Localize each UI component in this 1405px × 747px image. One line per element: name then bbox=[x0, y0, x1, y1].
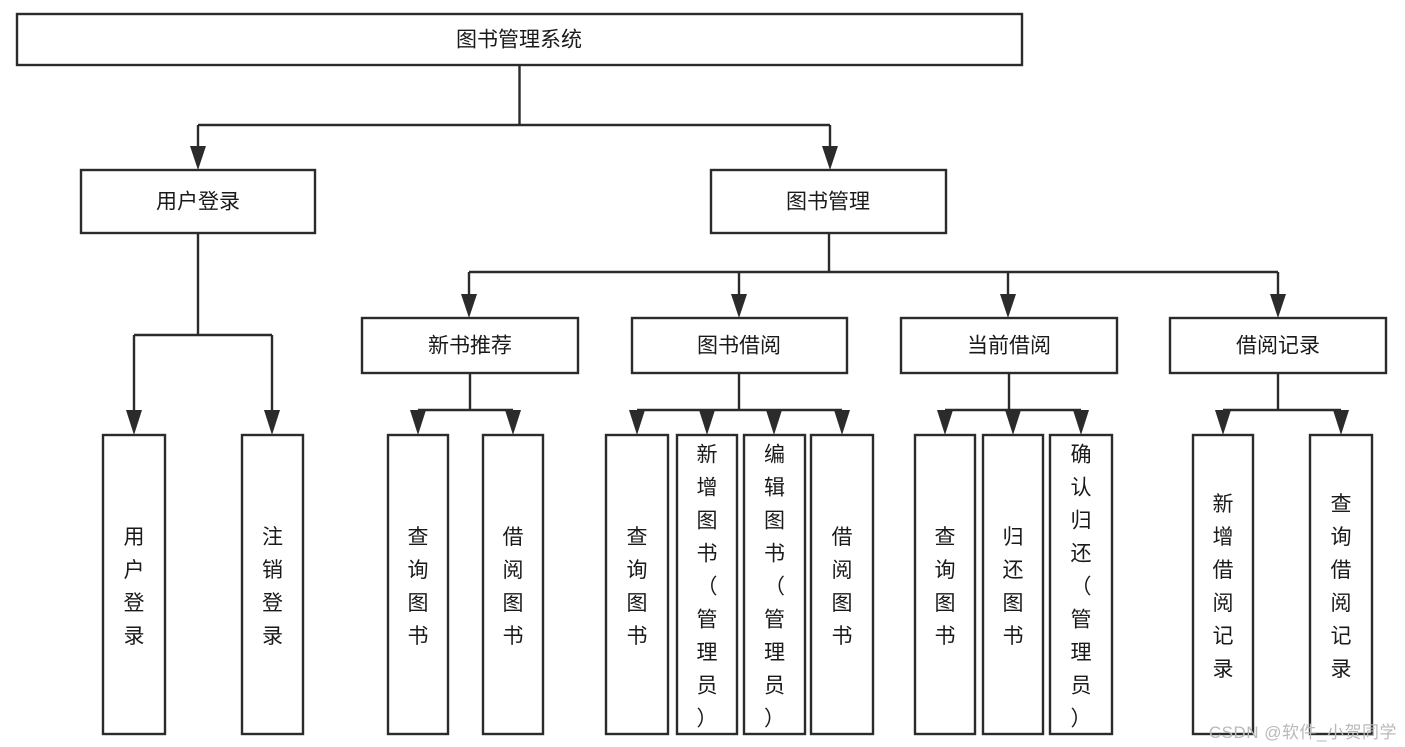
node-user-login-box[interactable] bbox=[79, 168, 317, 235]
arrow-br-l2 bbox=[1333, 410, 1349, 435]
leaf-node-label: 归还图书 bbox=[1003, 526, 1024, 648]
node-current-borrow-box[interactable] bbox=[899, 316, 1119, 375]
leaf-node-box[interactable] bbox=[1191, 433, 1255, 736]
leaf-node-box[interactable] bbox=[481, 433, 545, 736]
node-book-manage-box[interactable] bbox=[709, 168, 948, 235]
node-root[interactable]: 图书管理系统 bbox=[15, 12, 1024, 67]
leaf-node[interactable]: 编辑图书（管理员） bbox=[742, 433, 807, 736]
arrow-nbr-l1 bbox=[410, 410, 426, 435]
node-root-label: 图书管理系统 bbox=[456, 29, 582, 52]
node-current-borrow-label: 当前借阅 bbox=[967, 335, 1051, 358]
leaf-node-box[interactable] bbox=[1048, 433, 1114, 736]
leaf-node-box[interactable] bbox=[809, 433, 875, 736]
leaf-node[interactable]: 确认归还（管理员） bbox=[1048, 433, 1114, 736]
leaf-node-label: 查询图书 bbox=[408, 526, 429, 648]
leaf-node-box[interactable] bbox=[675, 433, 739, 736]
arrow-cb-l1 bbox=[937, 410, 953, 435]
arrow-cb-l3 bbox=[1073, 410, 1089, 435]
node-book-borrow-label: 图书借阅 bbox=[697, 335, 781, 358]
arrow-nbr-l2 bbox=[505, 410, 521, 435]
arrow-book-manage-c4 bbox=[1270, 294, 1286, 318]
node-new-book-recommend-label: 新书推荐 bbox=[428, 335, 512, 358]
connector-group-new-book-recommend bbox=[410, 373, 521, 435]
node-book-borrow[interactable]: 图书借阅 bbox=[630, 316, 849, 375]
leaf-node[interactable]: 用户登录 bbox=[101, 433, 167, 736]
arrow-book-manage-c2 bbox=[731, 294, 747, 318]
connector-group-user-login bbox=[126, 233, 280, 435]
arrow-book-manage-c1 bbox=[461, 294, 477, 318]
leaf-node[interactable]: 新增图书（管理员） bbox=[675, 433, 739, 736]
node-book-manage-label: 图书管理 bbox=[786, 191, 870, 214]
leaf-node-label: 借阅图书 bbox=[503, 526, 524, 648]
arrow-br-l1 bbox=[1215, 410, 1231, 435]
arrow-bb-l2 bbox=[699, 410, 715, 435]
connector-group-root bbox=[190, 65, 838, 170]
arrow-root-to-user-login bbox=[190, 146, 206, 170]
leaf-node[interactable]: 查询借阅记录 bbox=[1308, 433, 1374, 736]
arrow-cb-l2 bbox=[1005, 410, 1021, 435]
arrow-bb-l3 bbox=[766, 410, 782, 435]
arrow-bb-l4 bbox=[834, 410, 850, 435]
leaf-node[interactable]: 查询图书 bbox=[604, 433, 670, 736]
node-borrow-record-label: 借阅记录 bbox=[1236, 335, 1320, 358]
connector-group-book-manage bbox=[461, 233, 1286, 318]
node-book-manage[interactable]: 图书管理 bbox=[709, 168, 948, 235]
leaf-node[interactable]: 新增借阅记录 bbox=[1191, 433, 1255, 736]
leaf-node-label: 新增图书（管理员） bbox=[697, 444, 718, 731]
node-root-box[interactable] bbox=[15, 12, 1024, 67]
leaf-node-box[interactable] bbox=[240, 433, 305, 736]
node-book-borrow-box[interactable] bbox=[630, 316, 849, 375]
node-current-borrow[interactable]: 当前借阅 bbox=[899, 316, 1119, 375]
leaf-node-box[interactable] bbox=[981, 433, 1045, 736]
leaf-node-label: 查询图书 bbox=[935, 526, 956, 648]
leaf-node[interactable]: 查询图书 bbox=[913, 433, 977, 736]
leaf-node-box[interactable] bbox=[101, 433, 167, 736]
leaf-node-box[interactable] bbox=[386, 433, 450, 736]
node-user-login[interactable]: 用户登录 bbox=[79, 168, 317, 235]
leaf-node-box[interactable] bbox=[913, 433, 977, 736]
leaf-node-label: 注销登录 bbox=[262, 526, 283, 648]
arrow-book-manage-c3 bbox=[1000, 294, 1016, 318]
connector-group-current-borrow bbox=[937, 373, 1089, 435]
arrow-bb-l1 bbox=[629, 410, 645, 435]
leaf-node[interactable]: 注销登录 bbox=[240, 433, 305, 736]
arrow-user-login-leaf1 bbox=[126, 410, 142, 435]
leaf-node-label: 新增借阅记录 bbox=[1213, 493, 1234, 681]
csdn-watermark: CSDN @软件_小贺同学 bbox=[1208, 723, 1397, 742]
leaf-node-label: 查询图书 bbox=[627, 526, 648, 648]
node-new-book-recommend-box[interactable] bbox=[360, 316, 580, 375]
leaf-node-layer: 用户登录 注销登录 查询图书 借阅图书 查询图书 新增图书（管理员） 编辑图书（管理员） 借阅… bbox=[101, 433, 1374, 736]
connector-group-borrow-record bbox=[1215, 373, 1349, 435]
leaf-node-label: 确认归还（管理员） bbox=[1071, 444, 1092, 731]
leaf-node-box[interactable] bbox=[604, 433, 670, 736]
leaf-node-box[interactable] bbox=[742, 433, 807, 736]
arrow-root-to-book-manage bbox=[822, 146, 838, 170]
node-borrow-record-box[interactable] bbox=[1168, 316, 1388, 375]
node-borrow-record[interactable]: 借阅记录 bbox=[1168, 316, 1388, 375]
leaf-node[interactable]: 归还图书 bbox=[981, 433, 1045, 736]
node-user-login-label: 用户登录 bbox=[156, 191, 240, 214]
leaf-node[interactable]: 借阅图书 bbox=[481, 433, 545, 736]
connector-group-book-borrow bbox=[629, 373, 850, 435]
leaf-node-label: 编辑图书（管理员） bbox=[764, 444, 785, 731]
leaf-node-label: 查询借阅记录 bbox=[1331, 493, 1352, 681]
leaf-node-label: 用户登录 bbox=[124, 526, 145, 648]
leaf-node-box[interactable] bbox=[1308, 433, 1374, 736]
leaf-node[interactable]: 借阅图书 bbox=[809, 433, 875, 736]
node-new-book-recommend[interactable]: 新书推荐 bbox=[360, 316, 580, 375]
leaf-node[interactable]: 查询图书 bbox=[386, 433, 450, 736]
leaf-node-label: 借阅图书 bbox=[832, 526, 853, 648]
arrow-user-login-leaf2 bbox=[264, 410, 280, 435]
